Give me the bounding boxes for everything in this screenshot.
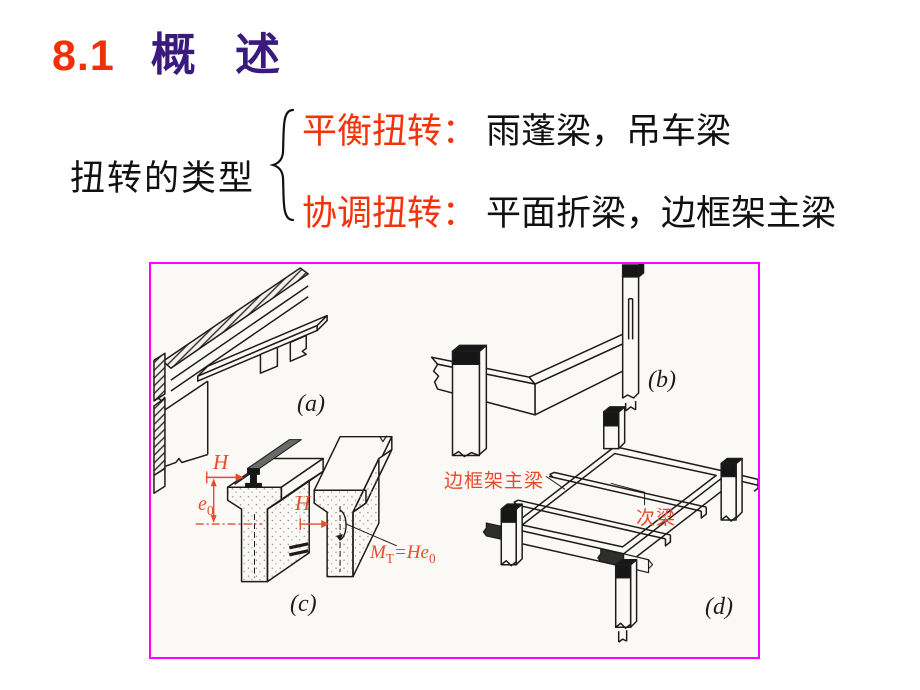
- figure-line-art: [153, 264, 758, 643]
- annotation-torque-formula: MT=He0: [370, 542, 436, 566]
- torsion-type-1-examples: 雨蓬梁，吊车梁: [486, 112, 732, 151]
- annotation-h-right: H: [295, 491, 311, 515]
- torsion-type-2-examples: 平面折梁，边框架主梁: [486, 194, 837, 233]
- classification-item-2: 协调扭转：平面折梁，边框架主梁: [302, 185, 836, 236]
- brace-glyph: [269, 108, 295, 222]
- figure-label-d: (d): [705, 594, 733, 620]
- torsion-type-1: 平衡扭转：: [302, 112, 478, 151]
- annotation-secondary-beam: 次梁: [636, 508, 677, 529]
- page-title-number: 8.1: [52, 32, 115, 80]
- annotation-e0: e0: [198, 493, 214, 519]
- classification-item-1: 平衡扭转：雨蓬梁，吊车梁: [302, 103, 731, 154]
- fig-a-canopy-drawing: [153, 267, 328, 494]
- annotation-edge-frame-girder: 边框架主梁: [444, 471, 545, 492]
- figure-torsion-examples: (a) (b) (c) (d) H e0 H MT=He0 边框架主梁 次梁: [149, 262, 760, 659]
- figure-label-b: (b): [648, 367, 676, 393]
- figure-label-c: (c): [290, 591, 317, 617]
- fig-b-folded-beam-drawing: [430, 264, 645, 458]
- annotation-h-left: H: [213, 450, 229, 474]
- figure-label-a: (a): [297, 391, 325, 417]
- fig-c-crane-beam-sections-drawing: [226, 435, 397, 583]
- torsion-type-2: 协调扭转：: [302, 194, 478, 233]
- page-title: 8.1 概 述: [52, 18, 294, 83]
- classification-label: 扭转的类型: [70, 159, 256, 198]
- fig-c-dimension-marks: [195, 471, 330, 530]
- page-title-heading: 概 述: [150, 30, 295, 80]
- fig-d-floor-grid-drawing: [482, 406, 758, 643]
